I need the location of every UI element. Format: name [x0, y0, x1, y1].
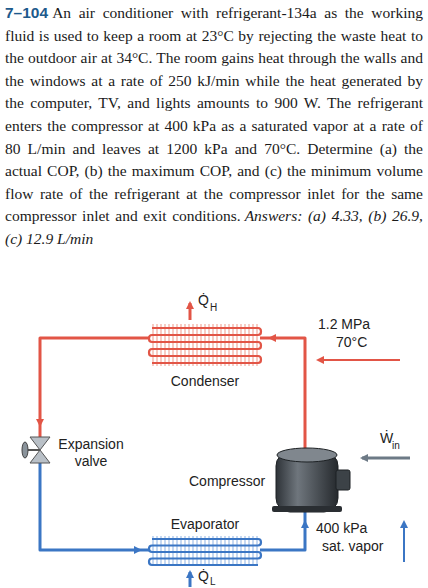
evaporator-coil — [140, 536, 270, 566]
state-label: 400 kPa — [316, 520, 367, 536]
refrigerant-pipe — [40, 338, 140, 425]
work-symbol: Ẇ — [380, 430, 393, 446]
refrigerant-pipe — [40, 480, 140, 550]
node-label: Compressor — [189, 473, 265, 490]
heat-symbol: Q̇ — [198, 292, 209, 308]
evaporator-unit: Evaporator — [140, 512, 270, 567]
problem-text: 7–104An air conditioner with refrigerant… — [5, 2, 423, 251]
heat-subscript: L — [210, 576, 216, 587]
state-label: sat. vapor — [322, 538, 383, 554]
work-arrow — [362, 457, 410, 460]
heat-arrow — [189, 572, 192, 587]
state-label: 70°C — [336, 334, 367, 350]
flow-arrow — [318, 359, 400, 361]
node-label: Condenser — [171, 373, 240, 390]
condenser-coil — [140, 324, 270, 366]
refrigerant-pipe — [270, 338, 305, 440]
node-label: Expansion valve — [54, 436, 128, 470]
problem-number: 7–104 — [5, 4, 48, 21]
work-subscript: in — [392, 440, 400, 451]
condenser-unit: Condenser — [140, 318, 270, 392]
heat-subscript: H — [210, 302, 217, 313]
node-label: Evaporator — [171, 516, 239, 533]
heat-arrow — [189, 303, 192, 320]
compressor-unit: Compressor — [185, 440, 355, 522]
valve-symbol — [22, 425, 50, 480]
refrigerant-pipe — [270, 522, 305, 550]
heat-symbol: Q̇ — [198, 568, 209, 584]
flow-arrow — [403, 522, 405, 562]
valve-unit: Expansion valve — [18, 425, 130, 480]
compressor-symbol — [272, 440, 350, 522]
state-label: 1.2 MPa — [318, 316, 370, 332]
problem-statement: An air conditioner with refrigerant-134a… — [5, 4, 423, 224]
